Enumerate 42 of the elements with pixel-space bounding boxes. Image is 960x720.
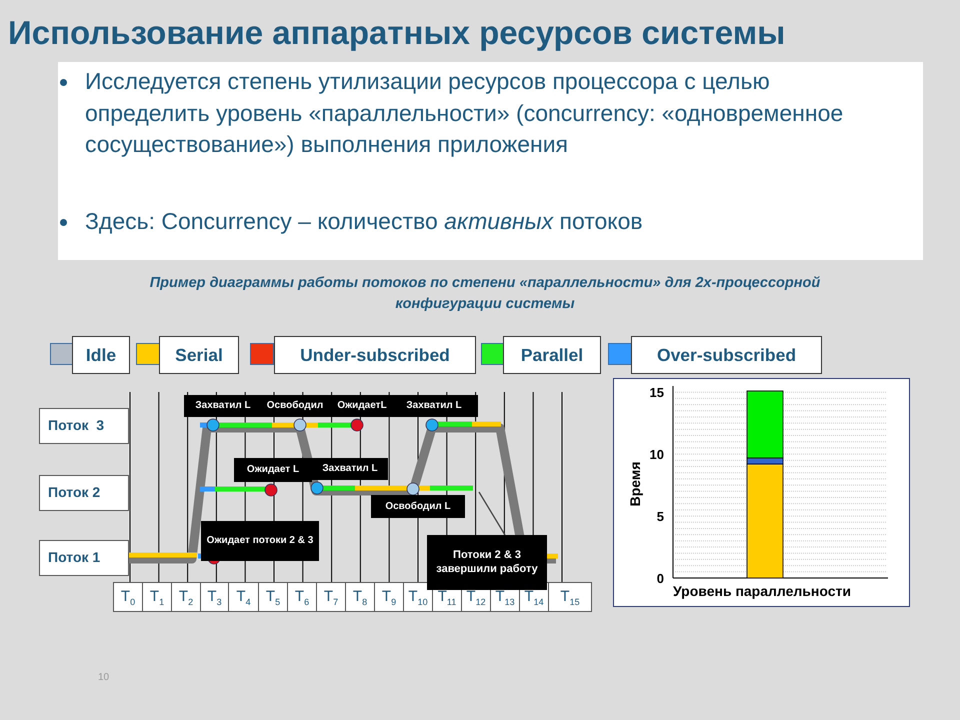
time-step-label: T$_{9}$: [374, 582, 404, 612]
leader-line: [478, 492, 506, 536]
legend-label: Parallel: [503, 336, 601, 374]
time-step-label: T$_{15}$: [548, 582, 592, 612]
time-step-label: T$_{8}$: [345, 582, 375, 612]
callout-text: Захватил L: [194, 400, 252, 412]
tick-label: 0: [656, 571, 664, 586]
time-step-label: T$_{5}$: [258, 582, 288, 612]
callout-text: ОжидаетL: [336, 400, 388, 412]
tick-label: 15: [650, 385, 664, 400]
callout-box: Ожидает L: [234, 458, 312, 482]
thread-label: Поток 3: [39, 408, 129, 444]
legend-label: Under-subscribed: [274, 336, 476, 374]
callout-text: Освободил: [266, 400, 324, 412]
axis-title: Время: [627, 460, 643, 508]
thread-label: Поток 1: [39, 540, 129, 576]
callout-box: Освободил L: [371, 495, 465, 518]
time-step-label: T$_{2}$: [171, 582, 201, 612]
time-step-label: T$_{7}$: [316, 582, 346, 612]
callout-box: Ожидает потоки 2 & 3: [201, 521, 319, 561]
tick-label: 10: [650, 447, 664, 462]
page-number: 10: [98, 672, 110, 683]
bullet-text: Исследуется степень утилизации ресурсов процессора с целью определить уровень «параллельности» (concurrency: «одновременное сосуществование») выполнения приложения: [85, 67, 844, 160]
legend-label: Idle: [72, 336, 130, 374]
time-step-label: T$_{1}$: [142, 582, 172, 612]
diagram-subtitle: Пример диаграммы работы потоков по степени «параллельности» для 2х-процессорной конфигурации системы: [148, 274, 822, 314]
tick-label: 5: [656, 509, 664, 524]
slide-title: Использование аппаратных ресурсов системы: [8, 14, 786, 52]
callout-bar: [184, 395, 478, 417]
time-step-label: T$_{6}$: [287, 582, 317, 612]
time-step-label: T$_{0}$: [113, 582, 143, 612]
callout-text: Захватил L: [405, 400, 463, 412]
time-step-label: T$_{3}$: [200, 582, 229, 612]
time-step-label: T$_{4}$: [228, 582, 259, 612]
bullet-text: Здесь: Concurrency – количество активных потоков: [85, 207, 644, 236]
legend-label: Serial: [159, 336, 239, 374]
time-step-label: T$_{10}$: [403, 582, 433, 612]
callout-box: Захватил L: [312, 458, 388, 480]
axis-title: Уровень параллельности: [673, 583, 851, 599]
legend-label: Over-subscribed: [631, 336, 822, 374]
thread-label: Поток 2: [39, 475, 129, 511]
callout-box: Потоки 2 & 3 завершили работу: [427, 535, 547, 590]
